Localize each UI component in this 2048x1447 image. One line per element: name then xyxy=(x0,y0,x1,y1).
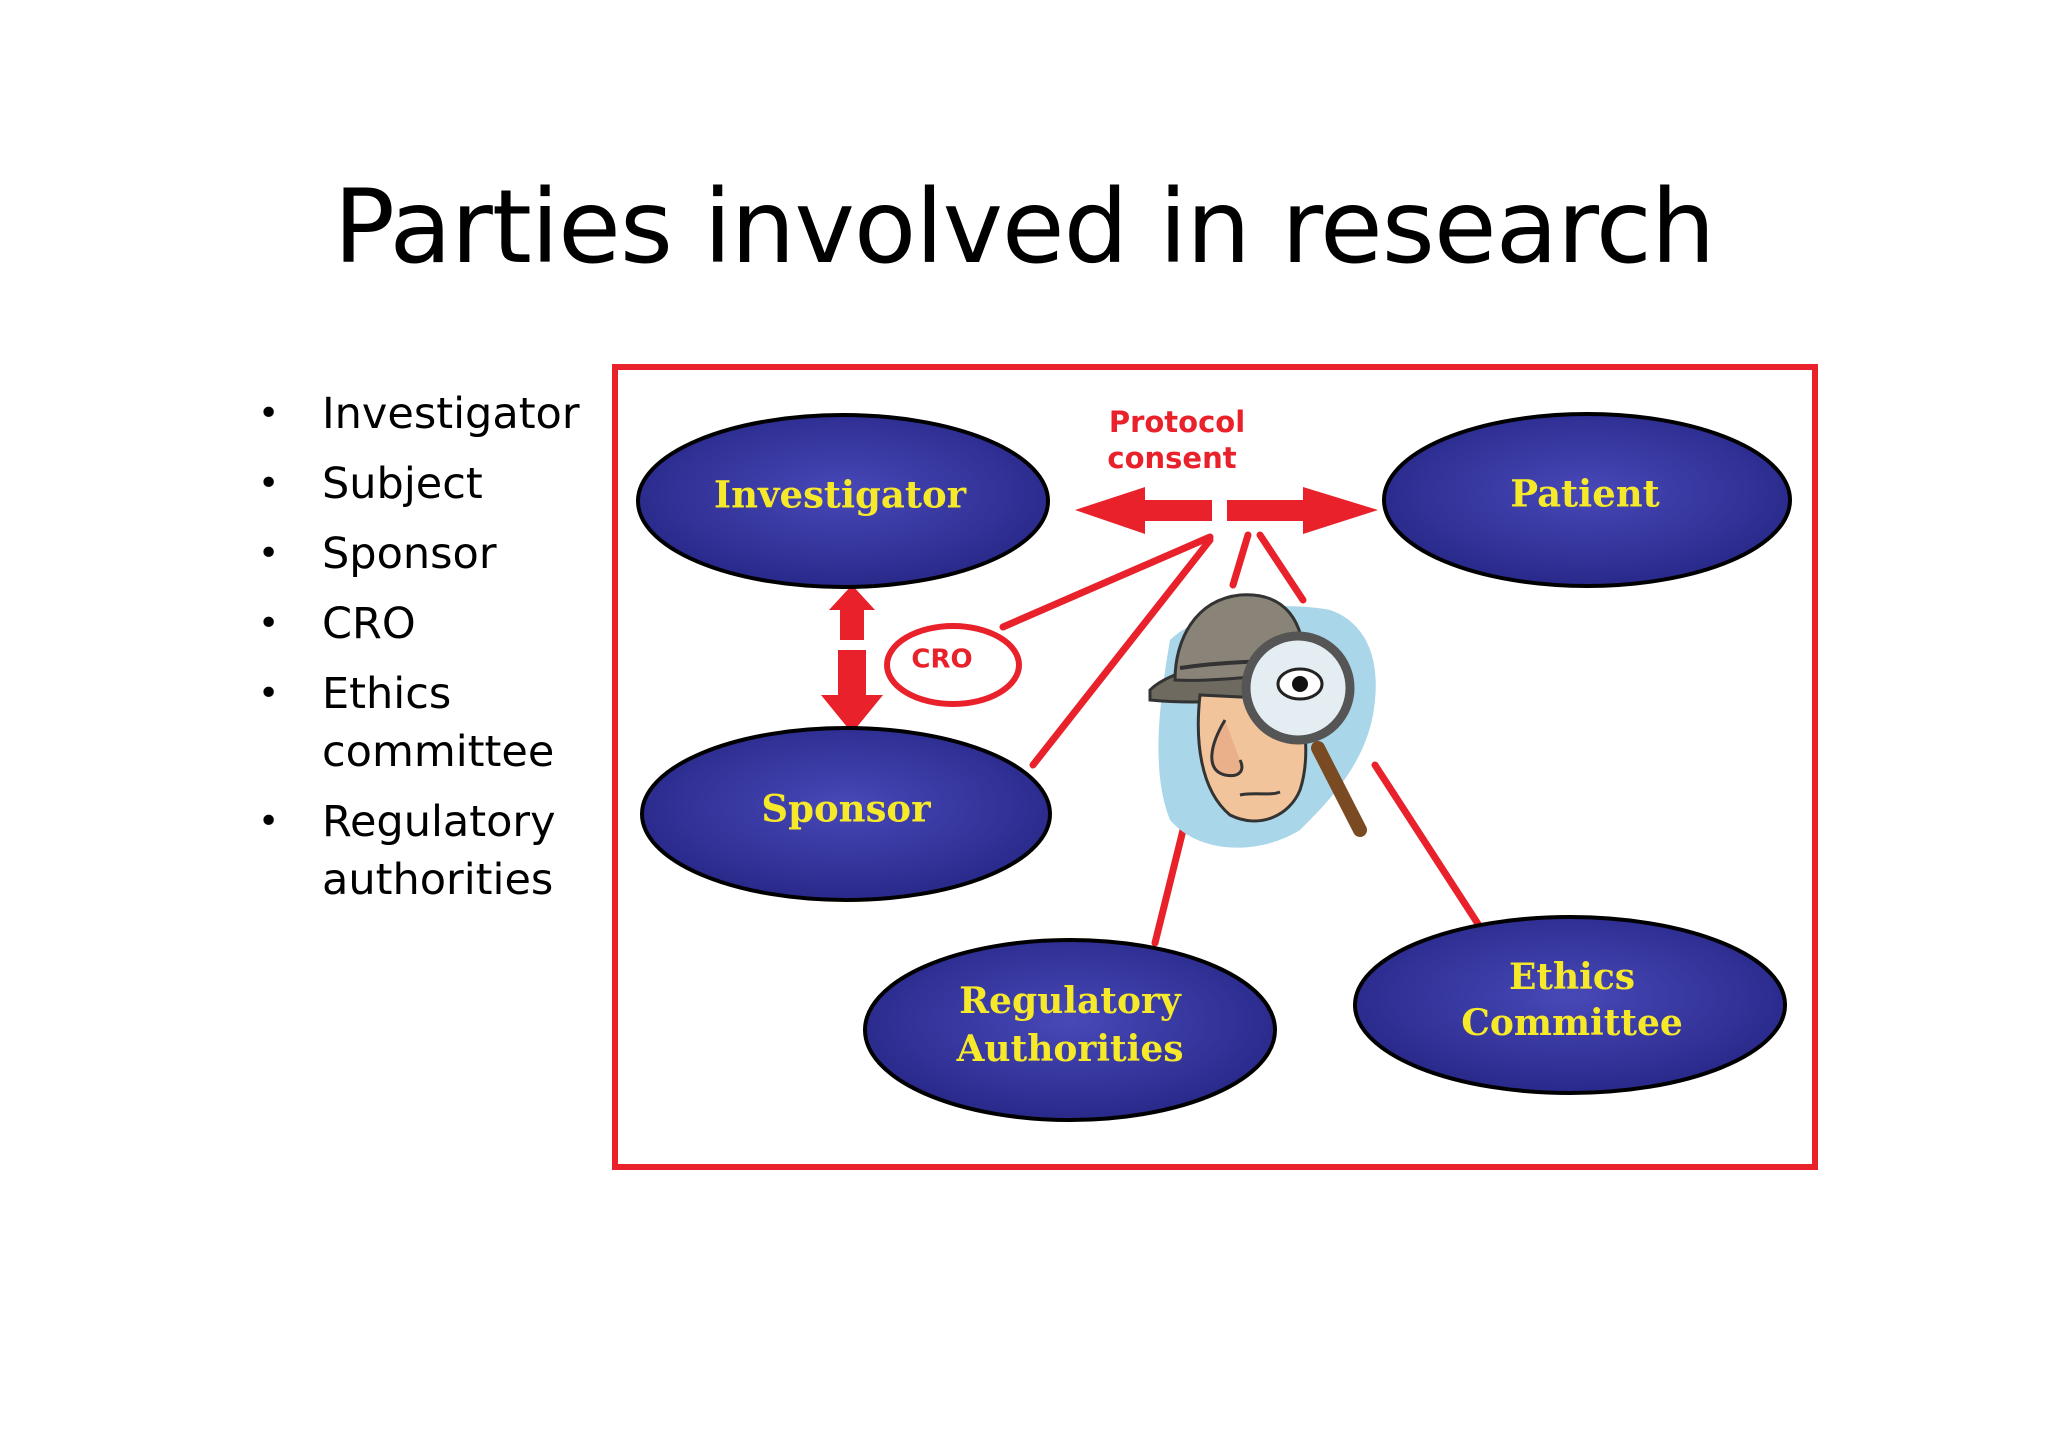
svg-text:Authorities: Authorities xyxy=(955,1028,1183,1070)
list-item: •Regulatory authorities xyxy=(250,793,580,909)
protocol-connector-line-left xyxy=(1229,531,1252,589)
consent-label: consent xyxy=(1107,441,1236,475)
regulatory-connector-line xyxy=(1151,806,1192,947)
list-item: •Ethics committee xyxy=(250,665,580,781)
bullet-list: •Investigator •Subject •Sponsor •CRO •Et… xyxy=(250,385,580,921)
ethics-committee-node: Ethics Committee xyxy=(1353,915,1787,1095)
page-title: Parties involved in research xyxy=(333,168,1715,287)
svg-text:Sponsor: Sponsor xyxy=(761,787,931,831)
bullet-icon: • xyxy=(258,393,280,434)
connector-lines xyxy=(999,531,1484,947)
bullet-icon: • xyxy=(258,603,280,644)
list-item: •CRO xyxy=(250,595,580,653)
bullet-icon: • xyxy=(258,533,280,574)
investigator-sponsor-double-arrow xyxy=(821,585,883,733)
cro-label: CRO xyxy=(911,645,972,675)
svg-text:Investigator: Investigator xyxy=(714,473,967,517)
bullet-icon: • xyxy=(258,673,280,714)
sponsor-connector-line xyxy=(1029,536,1214,769)
regulatory-node: Regulatory Authorities xyxy=(863,938,1277,1122)
svg-text:Patient: Patient xyxy=(1510,472,1659,516)
protocol-double-arrow xyxy=(1075,487,1378,534)
detective-with-magnifying-glass-icon xyxy=(1148,593,1376,848)
svg-text:Ethics: Ethics xyxy=(1509,956,1635,998)
list-item: •Subject xyxy=(250,455,580,513)
svg-text:Committee: Committee xyxy=(1461,1002,1683,1044)
protocol-label: Protocol xyxy=(1109,405,1245,439)
svg-text:Regulatory: Regulatory xyxy=(959,980,1182,1022)
sponsor-node: Sponsor xyxy=(640,726,1052,902)
patient-node: Patient xyxy=(1382,412,1792,588)
protocol-connector-line-right xyxy=(1256,531,1307,604)
bullet-icon: • xyxy=(258,801,280,842)
list-item: •Sponsor xyxy=(250,525,580,583)
cro-bubble xyxy=(884,623,1022,707)
cro-connector-line xyxy=(999,533,1214,631)
bullet-icon: • xyxy=(258,463,280,504)
ethics-connector-line xyxy=(1371,761,1484,931)
list-item: •Investigator xyxy=(250,385,580,443)
investigator-node: Investigator xyxy=(636,413,1050,589)
